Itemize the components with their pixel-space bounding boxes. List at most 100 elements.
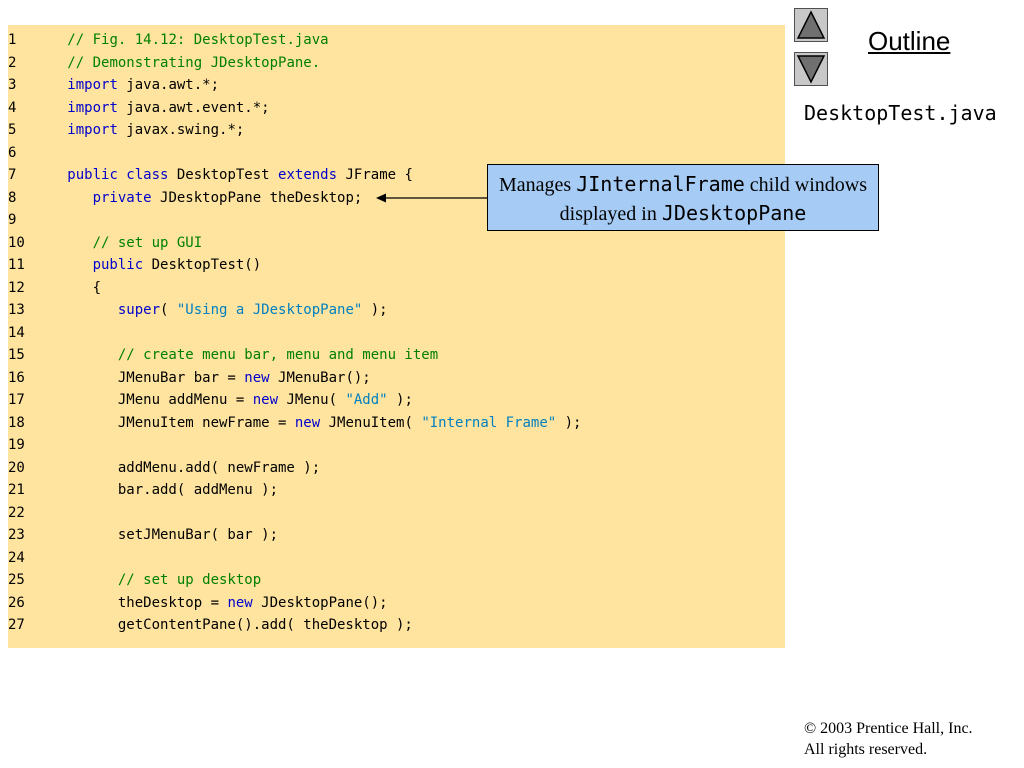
code-comment: // set up GUI: [92, 234, 203, 251]
code-line: 6: [8, 142, 42, 164]
line-number: 8: [8, 189, 17, 206]
line-number: 16: [8, 369, 25, 386]
code-text: );: [387, 392, 413, 408]
line-number: 11: [8, 257, 25, 273]
code-keyword: new: [252, 392, 279, 408]
code-keyword: public: [92, 257, 144, 273]
code-text: java.awt.event.*;: [117, 99, 270, 116]
outline-link[interactable]: Outline: [868, 26, 951, 56]
line-number: 9: [8, 212, 17, 228]
code-text: [42, 100, 67, 116]
code-comment: // Fig. 14.12: DesktopTest.java: [67, 32, 329, 48]
previous-slide-button[interactable]: [794, 8, 828, 42]
code-line: 7 public class DesktopTest extends JFram…: [8, 164, 413, 186]
code-line: 26 theDesktop = new JDesktopPane();: [8, 592, 388, 614]
callout-text-1: Manages: [499, 174, 577, 196]
code-text: javax.swing.*;: [117, 122, 245, 138]
callout-class-internal-frame: JInternalFrame: [576, 172, 745, 196]
code-text: JMenuBar();: [269, 369, 371, 386]
code-text: theDesktop =: [42, 594, 228, 611]
code-text: DesktopTest: [168, 167, 279, 183]
line-number: 10: [8, 234, 25, 251]
code-keyword: extends: [278, 167, 338, 183]
line-number: 15: [8, 347, 25, 363]
code-line: 23 setJMenuBar( bar );: [8, 524, 278, 546]
copyright-line-1: 2003 Prentice Hall, Inc.: [816, 720, 973, 737]
line-number: 19: [8, 437, 25, 453]
line-number: 4: [8, 99, 17, 116]
line-number: 17: [8, 392, 25, 408]
code-keyword: new: [227, 594, 253, 611]
line-number: 27: [8, 617, 25, 633]
code-line: 16 JMenuBar bar = new JMenuBar();: [8, 367, 371, 389]
line-number: 1: [8, 32, 17, 48]
line-number: 12: [8, 279, 25, 296]
code-line: 22: [8, 502, 42, 524]
file-name: DesktopTest.java: [804, 101, 997, 125]
line-number: 25: [8, 572, 25, 588]
line-number: 26: [8, 594, 25, 611]
code-text: [42, 122, 67, 138]
code-keyword: import: [67, 77, 118, 93]
line-number: 5: [8, 122, 17, 138]
code-text: [42, 302, 118, 318]
code-keyword: super: [117, 302, 161, 318]
code-text: JMenuItem(: [320, 414, 422, 431]
line-number: 18: [8, 414, 25, 431]
code-line: 13 super( "Using a JDesktopPane" );: [8, 299, 388, 321]
code-line: 15 // create menu bar, menu and menu ite…: [8, 344, 438, 366]
code-line: 2 // Demonstrating JDesktopPane.: [8, 52, 320, 74]
code-text: (: [160, 302, 177, 318]
line-number: 21: [8, 482, 25, 498]
triangle-up-icon: [796, 10, 826, 39]
copyright-line-2: All rights reserved.: [804, 741, 928, 758]
code-line: 8 private JDesktopPane theDesktop;: [8, 187, 362, 209]
copyright-symbol: ©: [804, 720, 817, 737]
code-string: "Internal Frame": [421, 414, 557, 431]
code-line: 14: [8, 322, 42, 344]
code-keyword: new: [244, 369, 270, 386]
code-text: getContentPane().add( theDesktop );: [42, 617, 413, 633]
code-keyword: private: [92, 189, 152, 206]
triangle-down-icon: [796, 55, 826, 84]
code-string: "Add": [345, 392, 388, 408]
code-text: [42, 347, 118, 363]
code-line: 27 getContentPane().add( theDesktop );: [8, 614, 413, 636]
code-comment: // set up desktop: [117, 572, 262, 588]
line-number: 22: [8, 504, 25, 521]
next-slide-button[interactable]: [794, 52, 828, 86]
code-string: "Using a JDesktopPane": [176, 302, 363, 318]
code-text: setJMenuBar( bar );: [42, 527, 279, 543]
code-line: 20 addMenu.add( newFrame );: [8, 457, 320, 479]
callout-text-2: child windows displayed in: [559, 174, 867, 225]
code-text: JMenu(: [278, 392, 346, 408]
code-text: );: [362, 302, 388, 318]
line-number: 14: [8, 324, 25, 341]
code-text: JDesktopPane theDesktop;: [151, 189, 363, 206]
code-text: JDesktopPane();: [252, 594, 388, 611]
callout-box: Manages JInternalFrame child windows dis…: [487, 164, 879, 231]
line-number: 6: [8, 144, 17, 161]
code-line: 12 {: [8, 277, 101, 299]
line-number: 23: [8, 527, 25, 543]
copyright: © 2003 Prentice Hall, Inc. All rights re…: [804, 718, 973, 760]
line-number: 20: [8, 459, 25, 476]
line-number: 2: [8, 54, 17, 71]
code-text: DesktopTest(): [143, 257, 262, 273]
code-text: [42, 167, 67, 183]
code-keyword: public class: [67, 167, 169, 183]
line-number: 3: [8, 77, 17, 93]
code-text: JMenuItem newFrame =: [42, 414, 295, 431]
code-keyword: import: [67, 122, 118, 138]
code-line: 1 // Fig. 14.12: DesktopTest.java: [8, 29, 329, 51]
code-text: java.awt.*;: [117, 77, 220, 93]
code-line: 5 import javax.swing.*;: [8, 119, 244, 141]
line-number: 24: [8, 549, 25, 566]
code-line: 17 JMenu addMenu = new JMenu( "Add" );: [8, 389, 413, 411]
code-line: 4 import java.awt.event.*;: [8, 97, 270, 119]
code-text: [42, 77, 67, 93]
code-text: [42, 257, 93, 273]
code-line: 25 // set up desktop: [8, 569, 261, 591]
line-number: 13: [8, 302, 25, 318]
